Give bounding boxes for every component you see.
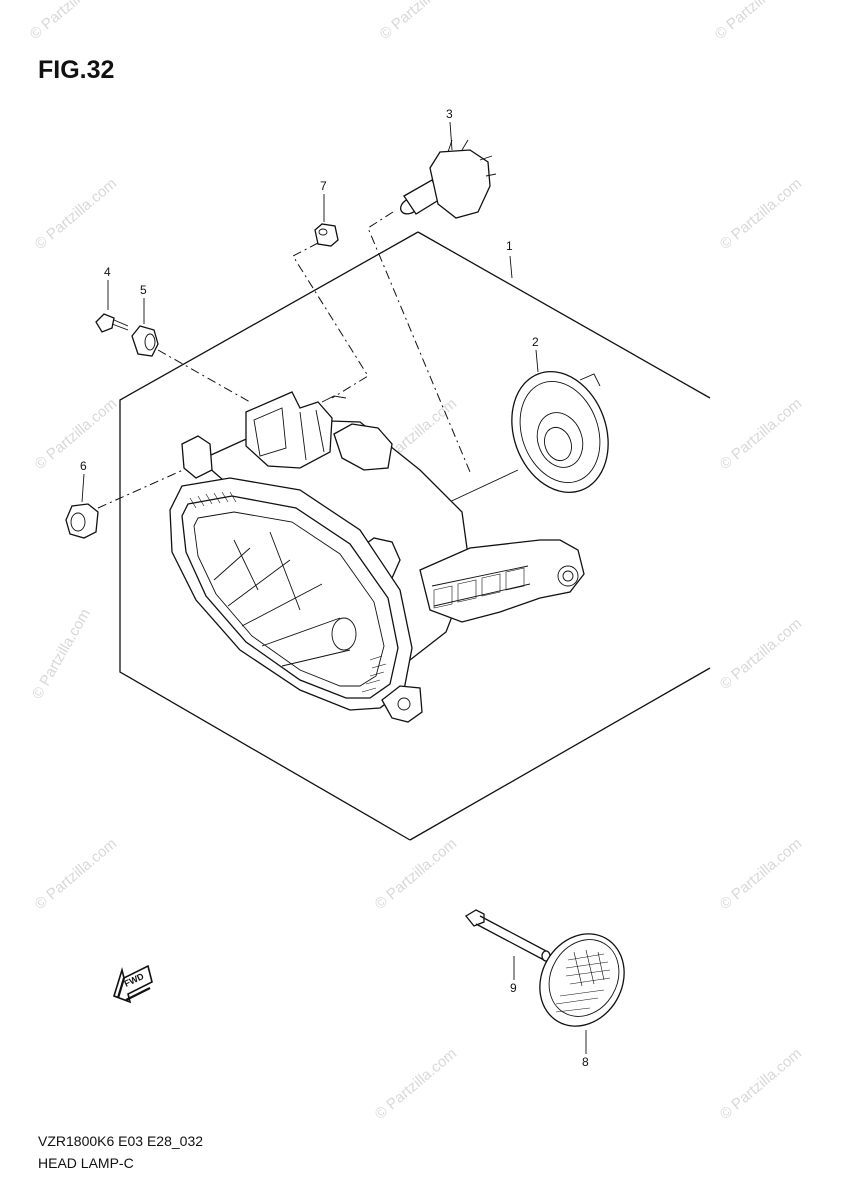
callout-number: 6 [80,459,87,473]
callout-5[interactable]: 5 [140,283,147,324]
callout-number: 1 [506,239,513,253]
section-name: HEAD LAMP-C [38,1155,134,1171]
callout-1[interactable]: 1 [506,239,513,279]
callout-number: 5 [140,283,147,297]
watermark: © Partzilla.com [377,0,465,43]
part-5-grommet[interactable] [131,325,159,357]
callout-2[interactable]: 2 [532,335,539,373]
part-4-screw[interactable] [95,313,129,333]
callout-number: 3 [446,107,453,121]
part-8-reflector[interactable] [523,918,640,1041]
watermark: © Partzilla.com [27,0,115,43]
callout-number: 4 [104,265,111,279]
callout-number: 7 [320,179,327,193]
callout-number: 9 [510,981,517,995]
leader-line-6 [97,465,193,509]
watermark: © Partzilla.com [372,1045,460,1123]
watermark: © Partzilla.com [29,606,94,702]
part-1-headlamp-assembly[interactable] [169,391,585,723]
callout-number: 8 [582,1055,589,1069]
forward-arrow-icon [113,964,153,1004]
callout-6[interactable]: 6 [80,459,87,503]
callout-4[interactable]: 4 [104,265,111,310]
callout-3[interactable]: 3 [446,107,453,151]
part-6-grommet[interactable] [65,503,99,539]
watermark: © Partzilla.com [32,395,120,473]
callout-7[interactable]: 7 [320,179,327,222]
watermark: © Partzilla.com [717,615,805,693]
forward-direction-badge: FWD [113,964,153,1004]
part-9-stud[interactable] [465,909,551,962]
leader-line-7 [292,242,369,399]
part-7-nut[interactable] [314,223,339,247]
part-2-cover[interactable] [496,358,625,506]
callout-8[interactable]: 8 [582,1030,589,1069]
model-code: VZR1800K6 E03 E28_032 [38,1133,203,1149]
callout-number: 2 [532,335,539,349]
leader-line-2 [442,469,519,506]
callout-9[interactable]: 9 [510,956,517,995]
assembly-outline [119,231,711,841]
watermark: © Partzilla.com [717,175,805,253]
figure-title: FIG.32 [38,56,114,84]
part-3-bulb[interactable] [398,139,497,219]
watermark: © Partzilla.com [717,835,805,913]
watermark: © Partzilla.com [32,835,120,913]
watermark: © Partzilla.com [717,1045,805,1123]
watermark: © Partzilla.com [712,0,800,43]
leader-line-5 [157,349,251,403]
watermark: © Partzilla.com [32,175,120,253]
watermark: © Partzilla.com [372,835,460,913]
watermark: © Partzilla.com [717,395,805,473]
